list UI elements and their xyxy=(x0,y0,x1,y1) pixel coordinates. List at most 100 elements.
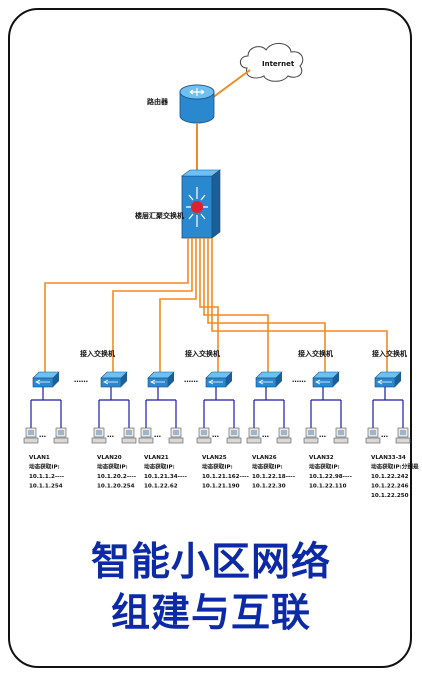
switch-icon xyxy=(147,377,169,388)
trunk-link xyxy=(203,238,269,372)
pc-screen xyxy=(201,430,207,435)
pc-workstation[interactable] xyxy=(168,427,184,444)
access-switch-side xyxy=(395,372,401,387)
pc-workstation[interactable] xyxy=(23,427,39,444)
switch-icon xyxy=(100,377,122,388)
pc-workstation[interactable] xyxy=(196,427,212,444)
internet-cloud[interactable]: Internet xyxy=(239,43,304,82)
switch-icon xyxy=(205,377,227,388)
access-cabling xyxy=(310,387,342,428)
pc-workstation[interactable] xyxy=(121,427,137,444)
cloud-icon xyxy=(239,43,304,82)
pc-keyboard-icon xyxy=(121,437,137,444)
access-switch-label: 接入交换机 xyxy=(80,349,115,358)
pc-screen xyxy=(308,430,314,435)
trunk-link xyxy=(211,238,388,372)
vlan-info-line: VLAN21 xyxy=(144,455,169,461)
title-line-1: 智能小区网络 xyxy=(90,540,331,585)
pc-screen xyxy=(126,430,132,435)
access-switch[interactable] xyxy=(32,371,60,388)
vlan-info-line: 10.1.22.30 xyxy=(252,484,286,490)
pc-workstation[interactable] xyxy=(303,427,319,444)
router[interactable]: 路由器 xyxy=(147,84,215,124)
pc-keyboard-icon xyxy=(365,437,381,444)
vlan-info-line: 10.1.21.190 xyxy=(202,484,240,490)
switch-arrows-icon xyxy=(315,379,330,385)
vlan-info-line: 动态获取IP: xyxy=(202,463,233,471)
internet-label: Internet xyxy=(262,60,295,68)
switch-arrows-icon xyxy=(103,379,118,385)
core-switch[interactable]: 楼层汇聚交换机 xyxy=(135,169,221,239)
vlan-info-line: 动态获取IP: xyxy=(29,463,60,471)
vlan-info-line: 10.1.22.242 xyxy=(371,474,409,480)
router-arrows-icon xyxy=(189,88,205,96)
access-switch[interactable] xyxy=(100,371,128,388)
switch-icon xyxy=(255,377,277,388)
pc-workstation[interactable] xyxy=(395,427,411,444)
pc-ellipsis: … xyxy=(381,431,388,439)
pc-workstation[interactable] xyxy=(246,427,262,444)
pc-screen xyxy=(400,430,406,435)
core-switch-label: 楼层汇聚交换机 xyxy=(135,211,184,220)
vlan-info-line: 10.1.22.246 xyxy=(371,484,409,490)
trunk-link xyxy=(112,238,193,372)
access-cabling xyxy=(372,387,404,428)
pc-workstation[interactable] xyxy=(276,427,292,444)
pc-ellipsis: … xyxy=(107,431,114,439)
pc-keyboard-icon xyxy=(246,437,262,444)
pc-workstation[interactable] xyxy=(91,427,107,444)
access-switch[interactable] xyxy=(255,371,283,388)
access-switch-label: 接入交换机 xyxy=(298,349,333,358)
router-internet-link xyxy=(211,69,251,99)
access-switch-side xyxy=(53,372,59,387)
title-line-2: 组建与互联 xyxy=(110,591,311,636)
access-switch[interactable] xyxy=(374,371,402,388)
pc-screen xyxy=(96,430,102,435)
vlan-info-line: 动态获取IP:分别是 xyxy=(371,463,419,471)
pc-workstation[interactable] xyxy=(365,427,381,444)
vlan-info-line: 动态获取IP: xyxy=(252,463,283,471)
pc-workstation[interactable] xyxy=(226,427,242,444)
pc-screen xyxy=(173,430,179,435)
vlan-info-line: 10.1.22.110 xyxy=(309,484,347,490)
trunk-link xyxy=(44,238,189,372)
pc-keyboard-icon xyxy=(303,437,319,444)
pc-keyboard-icon xyxy=(196,437,212,444)
vlan-info-line: 10.1.22.98---- xyxy=(309,474,353,480)
pc-screen xyxy=(58,430,64,435)
access-switch[interactable] xyxy=(205,371,233,388)
access-switch-label: 接入交换机 xyxy=(372,349,407,358)
pc-screen xyxy=(143,430,149,435)
vlan-info-line: 动态获取IP: xyxy=(144,463,175,471)
pc-ellipsis: … xyxy=(262,431,269,439)
access-switch[interactable] xyxy=(312,371,340,388)
pc-ellipsis: … xyxy=(212,431,219,439)
pc-ellipsis: … xyxy=(319,431,326,439)
trunk-link xyxy=(199,238,219,372)
pc-screen xyxy=(370,430,376,435)
vlan-info-line: 10.1.21.34---- xyxy=(144,474,188,480)
access-cabling xyxy=(253,387,285,428)
ellipsis-text: …… xyxy=(74,376,88,384)
pc-workstation[interactable] xyxy=(333,427,349,444)
pc-keyboard-icon xyxy=(276,437,292,444)
access-cabling xyxy=(203,387,235,428)
access-switch[interactable] xyxy=(147,371,175,388)
vlan-info-line: 10.1.1.254 xyxy=(29,484,63,490)
access-switch-side xyxy=(121,372,127,387)
pc-workstation[interactable] xyxy=(138,427,154,444)
trunk-link xyxy=(159,238,197,372)
access-switch-side xyxy=(168,372,174,387)
pc-keyboard-icon xyxy=(395,437,411,444)
pc-workstation[interactable] xyxy=(53,427,69,444)
vlan-info-line: 10.1.22.250 xyxy=(371,493,409,499)
vlan-info-line: 动态获取IP: xyxy=(97,463,128,471)
access-switch-side xyxy=(226,372,232,387)
core-switch-center-dot xyxy=(191,201,203,213)
vlan-info-line: VLAN26 xyxy=(252,455,277,461)
